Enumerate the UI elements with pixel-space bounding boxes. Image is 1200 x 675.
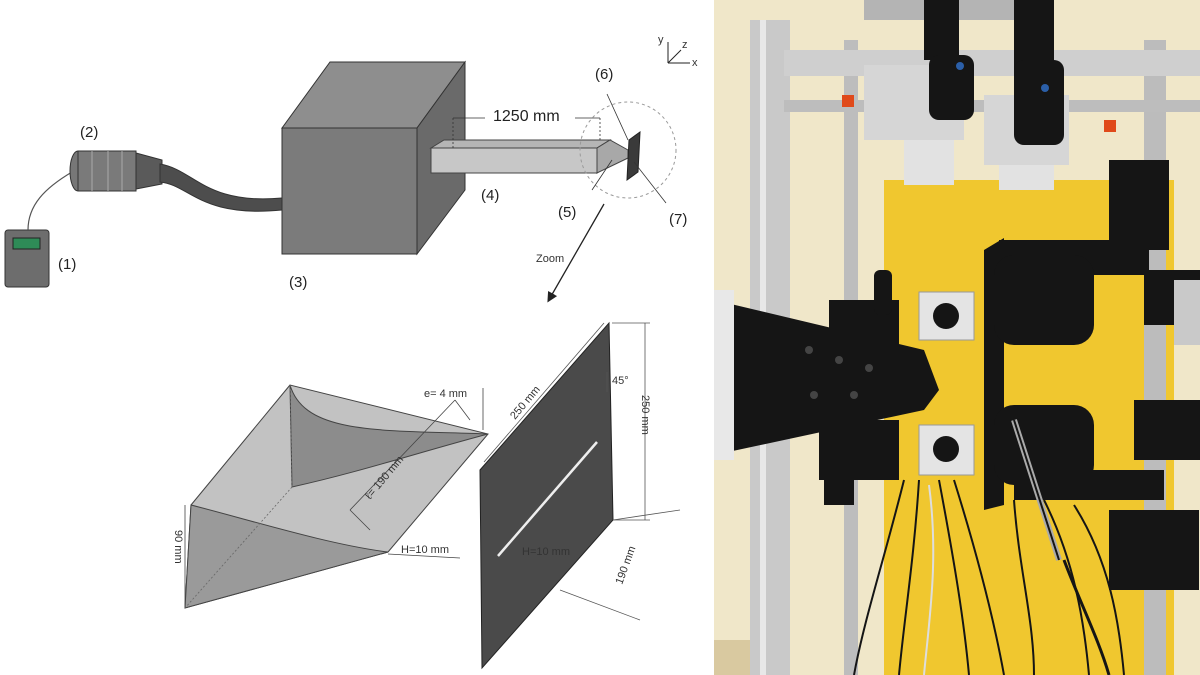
fan-unit [69, 150, 283, 212]
duct [429, 117, 629, 174]
dim-angle: 45° [612, 375, 629, 387]
plate-small [579, 93, 677, 204]
rig-photograph [714, 0, 1200, 675]
zoom-label: Zoom [536, 253, 564, 265]
dim-h-plate: H=10 mm [522, 546, 570, 558]
axis-x-label: x [692, 57, 698, 69]
label-1: (1) [58, 256, 76, 273]
label-5: (5) [558, 204, 576, 221]
label-7: (7) [669, 211, 687, 228]
duct-length-label: 1250 mm [493, 108, 560, 125]
plate-enlarged [479, 321, 681, 670]
label-2: (2) [80, 124, 98, 141]
rig-photo-illustration [714, 0, 1200, 675]
label-3: (3) [289, 274, 307, 291]
axis-z-label: z [682, 39, 688, 51]
label-4: (4) [481, 187, 499, 204]
dim-h-nozzle: H=10 mm [401, 544, 449, 556]
axes-triad: y z x [658, 34, 698, 69]
dim-e: e= 4 mm [424, 388, 467, 400]
controller-unit [4, 171, 73, 288]
dim-plate-bottom: 190 mm [614, 545, 639, 586]
nozzle-enlarged [184, 384, 489, 609]
experimental-setup-diagram: y z x (1) (2) (3) 1250 mm (4) [4, 34, 698, 670]
axis-y-label: y [658, 34, 664, 46]
zoom-arrow [547, 203, 605, 303]
dim-height: 90 mm [172, 530, 184, 564]
label-6: (6) [595, 66, 613, 83]
dim-plate-side: 250 mm [639, 395, 651, 435]
